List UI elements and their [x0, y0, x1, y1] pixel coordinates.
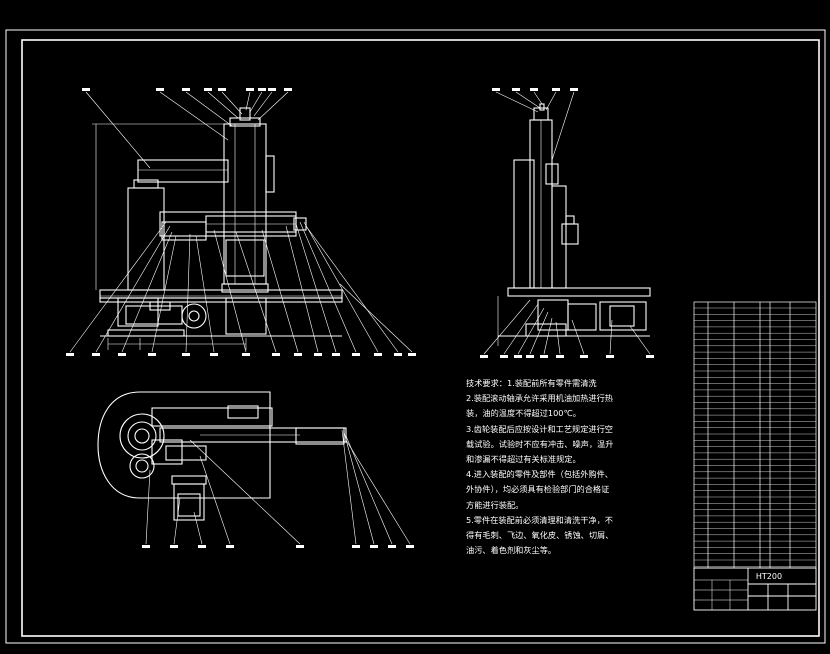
part-number-balloon — [82, 88, 90, 91]
part-number-balloon — [156, 88, 164, 91]
title-block-material: HT200 — [755, 572, 783, 581]
part-number-balloon — [246, 88, 254, 91]
inner-border — [21, 39, 820, 637]
side-view-leaders — [483, 91, 651, 355]
part-number-balloon — [352, 353, 360, 356]
top-view-leaders — [145, 429, 411, 545]
tech-req-line: 载试验。试验时不应有冲击、噪声，温升 — [466, 438, 614, 449]
part-number-balloon — [606, 355, 614, 358]
tech-req-line: 和渗漏不得超过有关标准规定。 — [466, 454, 581, 465]
part-number-balloon — [92, 353, 100, 356]
title-block — [693, 567, 817, 611]
part-number-balloon — [408, 353, 416, 356]
part-number-balloon — [258, 88, 266, 91]
part-number-balloon — [352, 545, 360, 548]
tech-req-line: 油污、着色剂和灰尘等。 — [466, 545, 557, 556]
part-number-balloon — [570, 88, 578, 91]
part-number-balloon — [580, 355, 588, 358]
part-number-balloon — [526, 355, 534, 358]
part-number-balloon — [296, 545, 304, 548]
outer-border — [5, 29, 826, 644]
part-number-balloon — [226, 545, 234, 548]
part-number-balloon — [492, 88, 500, 91]
part-number-balloon — [118, 353, 126, 356]
part-number-balloon — [294, 353, 302, 356]
part-number-balloon — [646, 355, 654, 358]
tech-req-line: 3.齿轮装配后应按设计和工艺规定进行空 — [466, 423, 613, 434]
part-number-balloon — [394, 353, 402, 356]
part-number-balloon — [66, 353, 74, 356]
part-number-balloon — [514, 355, 522, 358]
part-number-balloon — [148, 353, 156, 356]
front-view-leaders — [69, 91, 413, 353]
tech-req-line: 4.进入装配的零件及部件（包括外购件、 — [466, 469, 613, 480]
tech-req-line: 方能进行装配。 — [466, 499, 524, 510]
tech-req-line: 装，油的温度不得超过100℃。 — [466, 408, 581, 419]
part-number-balloon — [556, 355, 564, 358]
part-number-balloon — [182, 88, 190, 91]
part-number-balloon — [272, 353, 280, 356]
part-number-balloon — [530, 88, 538, 91]
technical-requirements: 技术要求：1.装配前所有零件需清洗 2.装配滚动轴承允许采用机油加热进行热 装，… — [466, 376, 696, 558]
part-number-balloon — [374, 353, 382, 356]
part-number-balloon — [332, 353, 340, 356]
part-number-balloon — [314, 353, 322, 356]
part-number-balloon — [218, 88, 226, 91]
tech-req-line: 外协件），均必须具有检验部门的合格证 — [466, 484, 610, 495]
part-number-balloon — [198, 545, 206, 548]
part-number-balloon — [388, 545, 396, 548]
part-number-balloon — [512, 88, 520, 91]
part-number-balloon — [480, 355, 488, 358]
part-number-balloon — [552, 88, 560, 91]
part-number-balloon — [242, 353, 250, 356]
part-number-balloon — [182, 353, 190, 356]
front-view — [92, 107, 343, 350]
tech-req-line: 得有毛刺、飞边、氧化皮、锈蚀、切屑、 — [466, 530, 614, 541]
tech-req-line: 5.零件在装配前必须清理和清洗干净，不 — [466, 514, 613, 525]
part-number-balloon — [284, 88, 292, 91]
part-number-balloon — [170, 545, 178, 548]
part-number-balloon — [540, 355, 548, 358]
part-number-balloon — [500, 355, 508, 358]
part-number-balloon — [210, 353, 218, 356]
part-number-balloon — [268, 88, 276, 91]
part-number-balloon — [142, 545, 150, 548]
tech-req-line: 技术要求：1.装配前所有零件需清洗 — [466, 378, 597, 388]
part-number-balloon — [406, 545, 414, 548]
top-view — [97, 391, 347, 521]
parts-list — [693, 301, 817, 569]
tech-req-line: 2.装配滚动轴承允许采用机油加热进行热 — [466, 393, 613, 404]
part-number-balloon — [204, 88, 212, 91]
side-view — [497, 103, 651, 346]
part-number-balloon — [370, 545, 378, 548]
